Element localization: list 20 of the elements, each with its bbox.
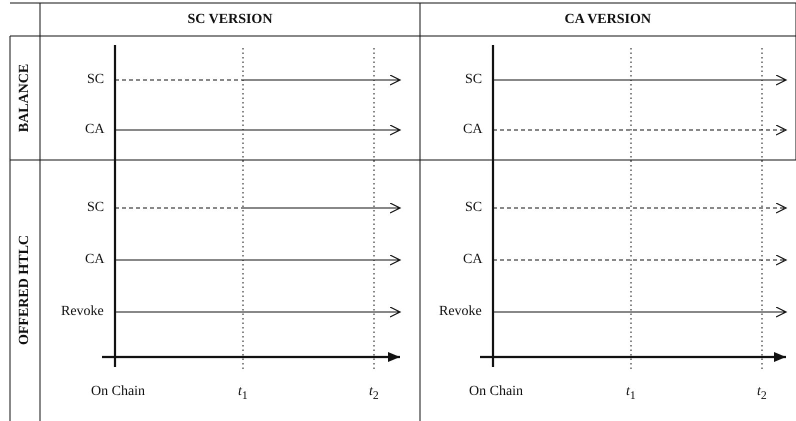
row-label: SC (465, 72, 482, 88)
time-label: On Chain (469, 384, 524, 400)
column-header: SC VERSION (188, 12, 272, 28)
row-label: SC (87, 200, 104, 216)
row-label: CA (85, 252, 104, 268)
row-header: BALANCE (17, 64, 34, 132)
column-header: CA VERSION (564, 12, 651, 28)
row-label: Revoke (61, 304, 104, 320)
row-label: SC (465, 200, 482, 216)
row-header: OFFERED HTLC (17, 234, 34, 346)
row-label: Revoke (439, 304, 482, 320)
time-label: t$_{2}$ (369, 384, 379, 404)
row-label: CA (463, 122, 482, 138)
row-label: CA (85, 122, 104, 138)
row-label: CA (463, 252, 482, 268)
time-label: t$_{2}$ (757, 384, 767, 404)
time-label: t$_{1}$ (626, 384, 636, 404)
time-label: t$_{1}$ (238, 384, 248, 404)
row-label: SC (87, 72, 104, 88)
time-label: On Chain (91, 384, 146, 400)
